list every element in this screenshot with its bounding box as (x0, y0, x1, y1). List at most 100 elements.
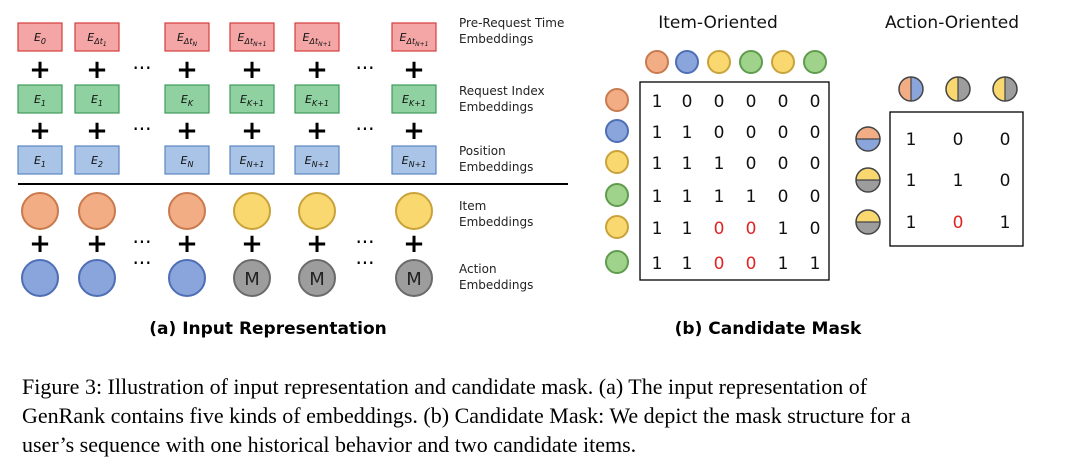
item-mask-cell: 0 (746, 254, 757, 274)
caption-line-3: user’s sequence with one historical beha… (22, 432, 637, 457)
action-embedding-circle (233, 259, 271, 297)
plus-sign: + (403, 55, 425, 85)
row-label-position: Position (459, 144, 506, 158)
plus-sign: + (86, 229, 108, 259)
action-embedding-circle (395, 259, 433, 297)
item-mask-cell: 0 (778, 123, 789, 143)
request-index-box (74, 84, 120, 114)
item-mask-cell: 1 (652, 123, 663, 143)
action-mask-cell: 1 (953, 171, 964, 191)
pre-request-box (17, 22, 63, 52)
item-row-circle (605, 250, 629, 274)
half-left (993, 77, 1005, 101)
pre-request-box-label: EΔtN+1 (238, 31, 267, 48)
pre-request-box-label: EΔtN+1 (303, 31, 332, 48)
position-box-label: EN+1 (240, 154, 265, 169)
position-box (74, 145, 120, 175)
item-mask-cell: 1 (682, 187, 693, 207)
plus-sign: + (86, 116, 108, 146)
plus-sign: + (86, 55, 108, 85)
request-index-box (294, 84, 340, 114)
pre-request-box (74, 22, 120, 52)
ellipsis: ··· (355, 230, 374, 254)
position-box (164, 145, 210, 175)
item-row-circle (605, 183, 629, 207)
action-mask-cell: 1 (1000, 213, 1011, 233)
item-mask-cell: 1 (778, 254, 789, 274)
item-mask-cell: 1 (682, 123, 693, 143)
pre-request-box-label: EΔtN (177, 31, 198, 48)
half-top (856, 127, 880, 139)
item-mask-cell: 0 (810, 187, 821, 207)
ellipsis: ··· (132, 230, 151, 254)
position-box (17, 145, 63, 175)
action-mask-cell: 0 (953, 213, 964, 233)
action-embedding-circle (298, 259, 336, 297)
plus-sign: + (176, 116, 198, 146)
position-box-label: E2 (91, 154, 103, 169)
item-mask-cell: 0 (778, 154, 789, 174)
row-label-action: Embeddings (459, 278, 533, 292)
item-column-circle (771, 50, 795, 74)
half-bottom (856, 139, 880, 151)
item-row-circle (605, 119, 629, 143)
plus-sign: + (306, 116, 328, 146)
item-row-circle (605, 150, 629, 174)
item-mask-cell: 1 (682, 254, 693, 274)
pre-request-box (164, 22, 210, 52)
ellipsis: ··· (132, 56, 151, 80)
split-candidate-icon (945, 76, 971, 102)
plus-sign: + (241, 116, 263, 146)
action-mask-cell: 0 (1000, 130, 1011, 150)
caption-line-2: GenRank contains five kinds of embedding… (22, 403, 911, 428)
mask-token-label: M (309, 269, 325, 290)
plus-sign: + (306, 55, 328, 85)
request-index-box-label: EK+1 (402, 93, 426, 108)
item-mask-cell: 0 (810, 154, 821, 174)
row-label-pre-request: Pre-Request Time (459, 16, 564, 30)
ellipsis: ··· (355, 251, 374, 275)
split-outline (992, 76, 1018, 102)
item-column-circle (675, 50, 699, 74)
position-box-label: EN (181, 154, 194, 169)
request-index-box (229, 84, 275, 114)
action-embedding-circle (21, 259, 59, 297)
item-column-circle (707, 50, 731, 74)
item-mask-cell: 0 (778, 92, 789, 112)
item-column-circle (739, 50, 763, 74)
item-mask-cell: 0 (714, 219, 725, 239)
split-candidate-icon (855, 126, 881, 152)
split-outline (855, 209, 881, 235)
subcaption-b: (b) Candidate Mask (675, 319, 862, 339)
split-outline (945, 76, 971, 102)
item-embedding-circle (78, 192, 116, 230)
half-top (856, 210, 880, 222)
pre-request-box (391, 22, 437, 52)
item-mask-cell: 0 (810, 92, 821, 112)
plus-sign: + (403, 229, 425, 259)
split-candidate-icon (855, 167, 881, 193)
ellipsis: ··· (132, 251, 151, 275)
item-mask-cell: 1 (652, 154, 663, 174)
item-mask-cell: 0 (810, 219, 821, 239)
item-mask-cell: 0 (746, 154, 757, 174)
action-mask-matrix (889, 111, 1024, 247)
item-mask-matrix (639, 81, 830, 281)
request-index-box-label: E1 (34, 93, 46, 108)
pre-request-box (294, 22, 340, 52)
mask-token-label: M (244, 269, 260, 290)
position-box-label: EN+1 (402, 154, 427, 169)
item-mask-cell: 1 (810, 254, 821, 274)
split-outline (898, 76, 924, 102)
position-box-label: E1 (34, 154, 46, 169)
split-candidate-icon (992, 76, 1018, 102)
half-right (911, 77, 923, 101)
half-right (1005, 77, 1017, 101)
request-index-box-label: EK+1 (305, 93, 329, 108)
action-oriented-title: Action-Oriented (885, 13, 1019, 33)
request-index-box (391, 84, 437, 114)
row-label-request-index: Embeddings (459, 100, 533, 114)
action-mask-cell: 0 (1000, 171, 1011, 191)
item-embedding-circle (168, 192, 206, 230)
